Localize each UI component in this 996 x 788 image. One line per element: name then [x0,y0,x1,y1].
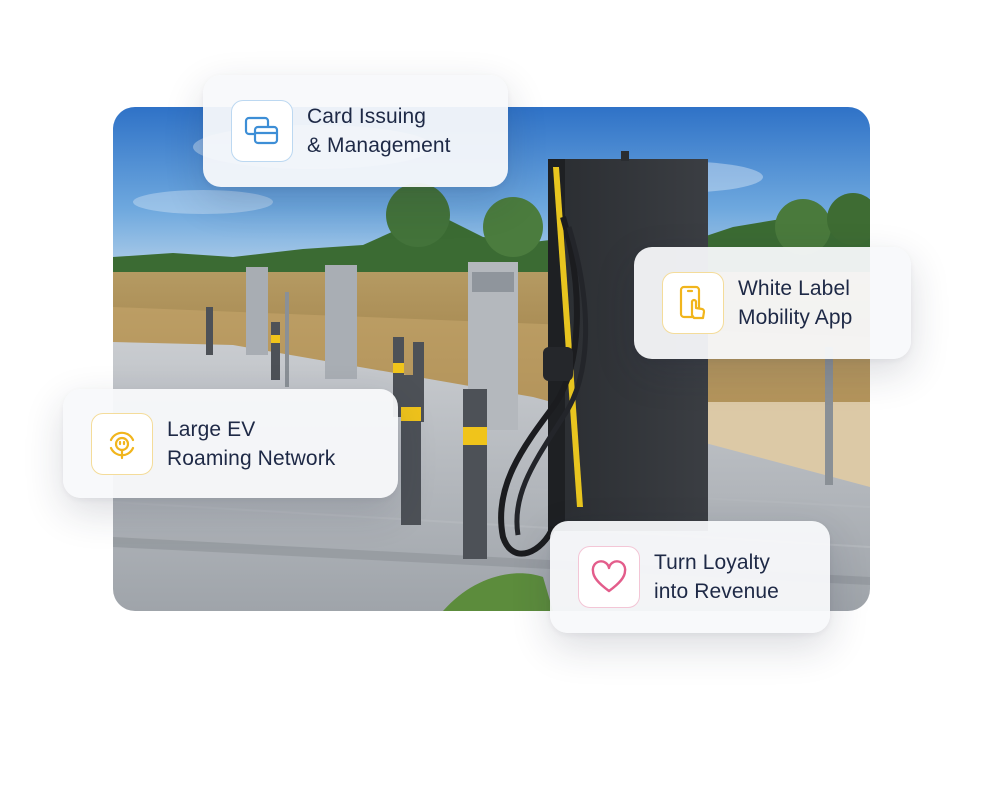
card-issuing-title-line1: Card Issuing [307,105,427,128]
ev-plug-network-icon [91,412,153,475]
roaming-title-line1: Large EV [167,417,256,441]
heart-icon [578,546,640,608]
phone-tap-icon [662,272,724,334]
feature-card-card-issuing: Card Issuing & Management [203,75,508,187]
loyalty-title-line2: into Revenue [654,580,779,603]
white-label-title-line2: Mobility App [738,306,853,329]
loyalty-title-line1: Turn Loyalty [654,551,770,574]
feature-card-white-label-app: White Label Mobility App [634,247,911,359]
roaming-title-line2: Roaming Network [167,446,336,470]
card-issuing-title-line2: & Management [307,134,451,157]
feature-card-roaming-network: Large EV Roaming Network [63,389,398,498]
feature-card-loyalty-revenue: Turn Loyalty into Revenue [550,521,830,633]
credit-cards-icon [231,100,293,162]
white-label-title-line1: White Label [738,277,850,300]
